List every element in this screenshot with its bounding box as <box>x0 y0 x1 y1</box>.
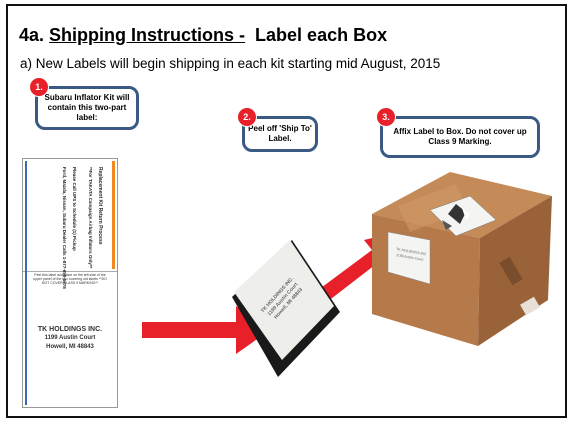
svg-text:1199 Austin Court: 1199 Austin Court <box>396 253 424 262</box>
label-address-line-1: TK HOLDINGS INC. <box>37 326 103 333</box>
slide-title: 4a. Shipping Instructions - Label each B… <box>19 25 387 46</box>
callout-1-text: Subaru Inflator Kit will contain this tw… <box>44 93 130 122</box>
label-return-line-4: Ford, Mazda, Nissan, Subaru Dealer Calls… <box>62 167 67 289</box>
svg-text:TK HOLDINGS INC: TK HOLDINGS INC <box>396 247 427 256</box>
label-return-line-2: **For TAKATA Campaign Airbag Inflators O… <box>88 167 93 269</box>
arrow-right <box>142 306 270 354</box>
callout-3-badge: 3. <box>376 107 396 127</box>
slide-subtitle: a) New Labels will begin shipping in eac… <box>20 56 441 71</box>
label-orange-line <box>112 161 115 269</box>
label-address-line-2: 1199 Austin Court <box>44 335 96 341</box>
callout-1: Subaru Inflator Kit will contain this tw… <box>35 86 139 130</box>
title-underlined: Shipping Instructions - <box>49 25 246 45</box>
label-return-section: Replacement Kit Return Process **For TAK… <box>23 159 117 405</box>
label-return-line-3: Please Call UPS to Schedule (1) Pickup <box>72 167 77 251</box>
callout-3-text: Affix Label to Box. Do not cover up Clas… <box>393 127 527 146</box>
label-instructions: Peel this label and place on the left si… <box>33 273 107 285</box>
callout-2-badge: 2. <box>237 107 257 127</box>
label-blue-line <box>25 161 27 405</box>
callout-2-text: Peel off 'Ship To' Label. <box>248 124 312 143</box>
two-part-label: Replacement Kit Return Process **For TAK… <box>22 158 118 408</box>
title-suffix: Label each Box <box>255 25 388 45</box>
callout-3: Affix Label to Box. Do not cover up Clas… <box>380 116 540 158</box>
label-return-line-1: Replacement Kit Return Process <box>97 167 103 245</box>
label-address-line-3: Howell, MI 48843 <box>46 344 94 350</box>
title-prefix: 4a. <box>19 25 50 45</box>
shipping-box: TK HOLDINGS INC 1199 Austin Court <box>372 172 552 346</box>
peeled-label: TK HOLDINGS INC. 1199 Austin Court Howel… <box>232 240 340 377</box>
callout-1-badge: 1. <box>29 77 49 97</box>
